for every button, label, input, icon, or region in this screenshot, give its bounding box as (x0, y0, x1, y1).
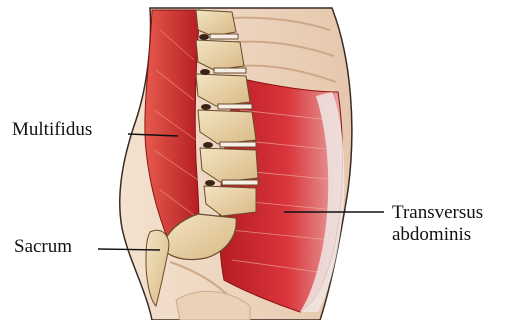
sacrum-label: Sacrum (14, 236, 72, 258)
multifidus-label: Multifidus (12, 119, 92, 141)
sacrum-leader-line (98, 249, 160, 250)
transversus-label-line-2: abdominis (392, 224, 483, 246)
intervertebral-disc (210, 34, 238, 39)
intervertebral-disc (220, 142, 256, 147)
intervertebral-disc (222, 180, 258, 185)
intervertebral-disc (214, 68, 246, 73)
transversus-label-line-1: Transversus (392, 202, 483, 224)
vertebra (196, 10, 236, 36)
transversus-abdominis-label: Transversus abdominis (392, 202, 483, 246)
intervertebral-disc (218, 104, 252, 109)
